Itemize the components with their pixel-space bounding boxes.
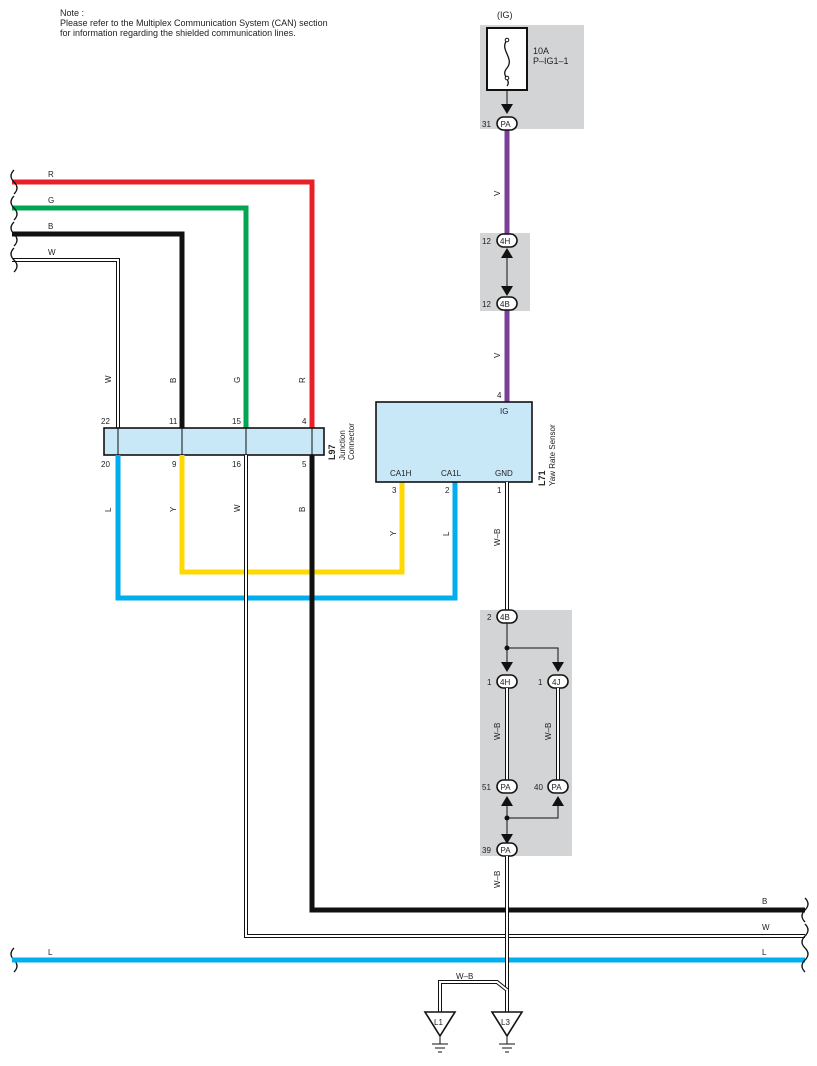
wire-black-top [12,231,185,428]
wire-black-lower [309,455,805,913]
junction-connector: 22 11 15 4 20 9 16 5 L97 Junction Connec… [101,417,356,469]
junction-pin-16: 16 [232,460,241,469]
sensor-pin-ca1l: CA1L [441,469,462,478]
wire-white-top [12,258,120,428]
wire-label-r: R [48,170,54,179]
junction-pin-15: 15 [232,417,241,426]
wire-label-b: B [48,222,53,231]
connector-4b-12: 4B 12 [482,296,518,311]
fuse-name: P–IG1–1 [533,56,569,66]
connector-4j-1-name: 4J [552,678,560,687]
sensor-code: L71 [537,470,547,486]
sensor-pin-ig-num: 4 [497,391,502,400]
wire-label-y-right: Y [389,530,398,536]
wire-wb-to-l1 [438,980,509,1012]
connector-pa-51: PA 51 [482,779,518,794]
fuse-rating: 10A [533,46,549,56]
wire-label-v1: V [493,190,502,196]
wire-label-v2: V [493,352,502,358]
connector-4b-2-name: 4B [500,613,510,622]
note-line-1: Please refer to the Multiplex Communicat… [60,18,328,28]
sensor-pin-ig: IG [500,407,508,416]
junction-pin-5: 5 [302,460,307,469]
connector-4h-1-name: 4H [500,678,510,687]
connector-4h-12-name: 4H [500,237,510,246]
wire-label-w-right: W [762,923,770,932]
connector-pa-51-pin: 51 [482,783,491,792]
wire-label-l-left: L [104,507,113,512]
sensor-pin-gnd-num: 1 [497,486,502,495]
connector-pa-40-pin: 40 [534,783,543,792]
connector-pa-31: PA 31 [482,116,518,131]
connector-pa-40-name: PA [552,783,563,792]
junction-pin-20: 20 [101,460,110,469]
connector-4b-12-pin: 12 [482,300,491,309]
wire-label-r-vert: R [298,377,307,383]
note-title: Note : [60,8,85,18]
wire-label-w-lower: W [233,504,242,512]
sensor-pin-gnd: GND [495,469,513,478]
note: Note : Please refer to the Multiplex Com… [60,8,328,38]
connector-pa-31-pin: 31 [482,120,491,129]
note-line-2: for information regarding the shielded c… [60,28,296,38]
junction-code: L97 [327,444,337,460]
ground-l1-label: L1 [434,1018,443,1027]
connector-4j-1-pin: 1 [538,678,543,687]
sensor-name: Yaw Rate Sensor [548,424,557,486]
ground-l1: L1 [423,1011,457,1053]
connector-4h-1-pin: 1 [487,678,492,687]
connector-4j-1: 4J 1 [538,674,569,689]
yaw-rate-sensor: IG 4 CA1H CA1L GND 3 2 1 L71 Yaw Rate Se… [375,391,557,495]
junction-pin-9: 9 [172,460,177,469]
junction-pin-22: 22 [101,417,110,426]
wire-label-l-left-bus: L [48,948,53,957]
wire-yellow [179,455,405,575]
wire-label-w: W [48,248,56,257]
connector-pa-39-name: PA [501,846,512,855]
junction-pin-11: 11 [169,417,178,426]
junction-pin-4: 4 [302,417,307,426]
wire-label-wb-2: W–B [493,723,502,740]
power-source-label: (IG) [497,10,513,20]
connector-pa-51-name: PA [501,783,512,792]
connector-4h-12: 4H 12 [482,233,518,248]
wire-label-w-vert: W [104,375,113,383]
wire-label-b-right: B [762,897,767,906]
wire-label-wb-5: W–B [456,972,473,981]
wire-label-b-lower: B [298,507,307,512]
connector-4b-12-name: 4B [500,300,510,309]
wire-label-y-left: Y [169,506,178,512]
ground-l3-label: L3 [501,1018,510,1027]
sensor-pin-ca1l-num: 2 [445,486,450,495]
connector-pa-39-pin: 39 [482,846,491,855]
sensor-pin-ca1h: CA1H [390,469,412,478]
fuse-icon [504,39,510,87]
wire-blue-can [115,455,458,601]
wire-label-wb-1: W–B [493,529,502,546]
wire-label-g-vert: G [233,377,242,383]
connector-4b-2-pin: 2 [487,613,492,622]
junction-name-line2: Connector [347,423,356,460]
connector-pa-31-name: PA [501,120,512,129]
wire-label-wb-4: W–B [493,871,502,888]
junction-name-line1: Junction [338,430,347,460]
wire-label-l-right: L [442,531,451,536]
connector-4h-12-pin: 12 [482,237,491,246]
connector-4h-1: 4H 1 [487,674,518,689]
wire-label-g: G [48,196,54,205]
wire-red [12,179,315,428]
ground-l3: L3 [490,1011,524,1053]
sensor-pin-ca1h-num: 3 [392,486,397,495]
connector-pa-40: PA 40 [534,779,569,794]
wire-label-wb-3: W–B [544,723,553,740]
wire-label-b-vert: B [169,378,178,383]
wire-label-l-right-bus: L [762,948,767,957]
wire-green [12,205,249,428]
